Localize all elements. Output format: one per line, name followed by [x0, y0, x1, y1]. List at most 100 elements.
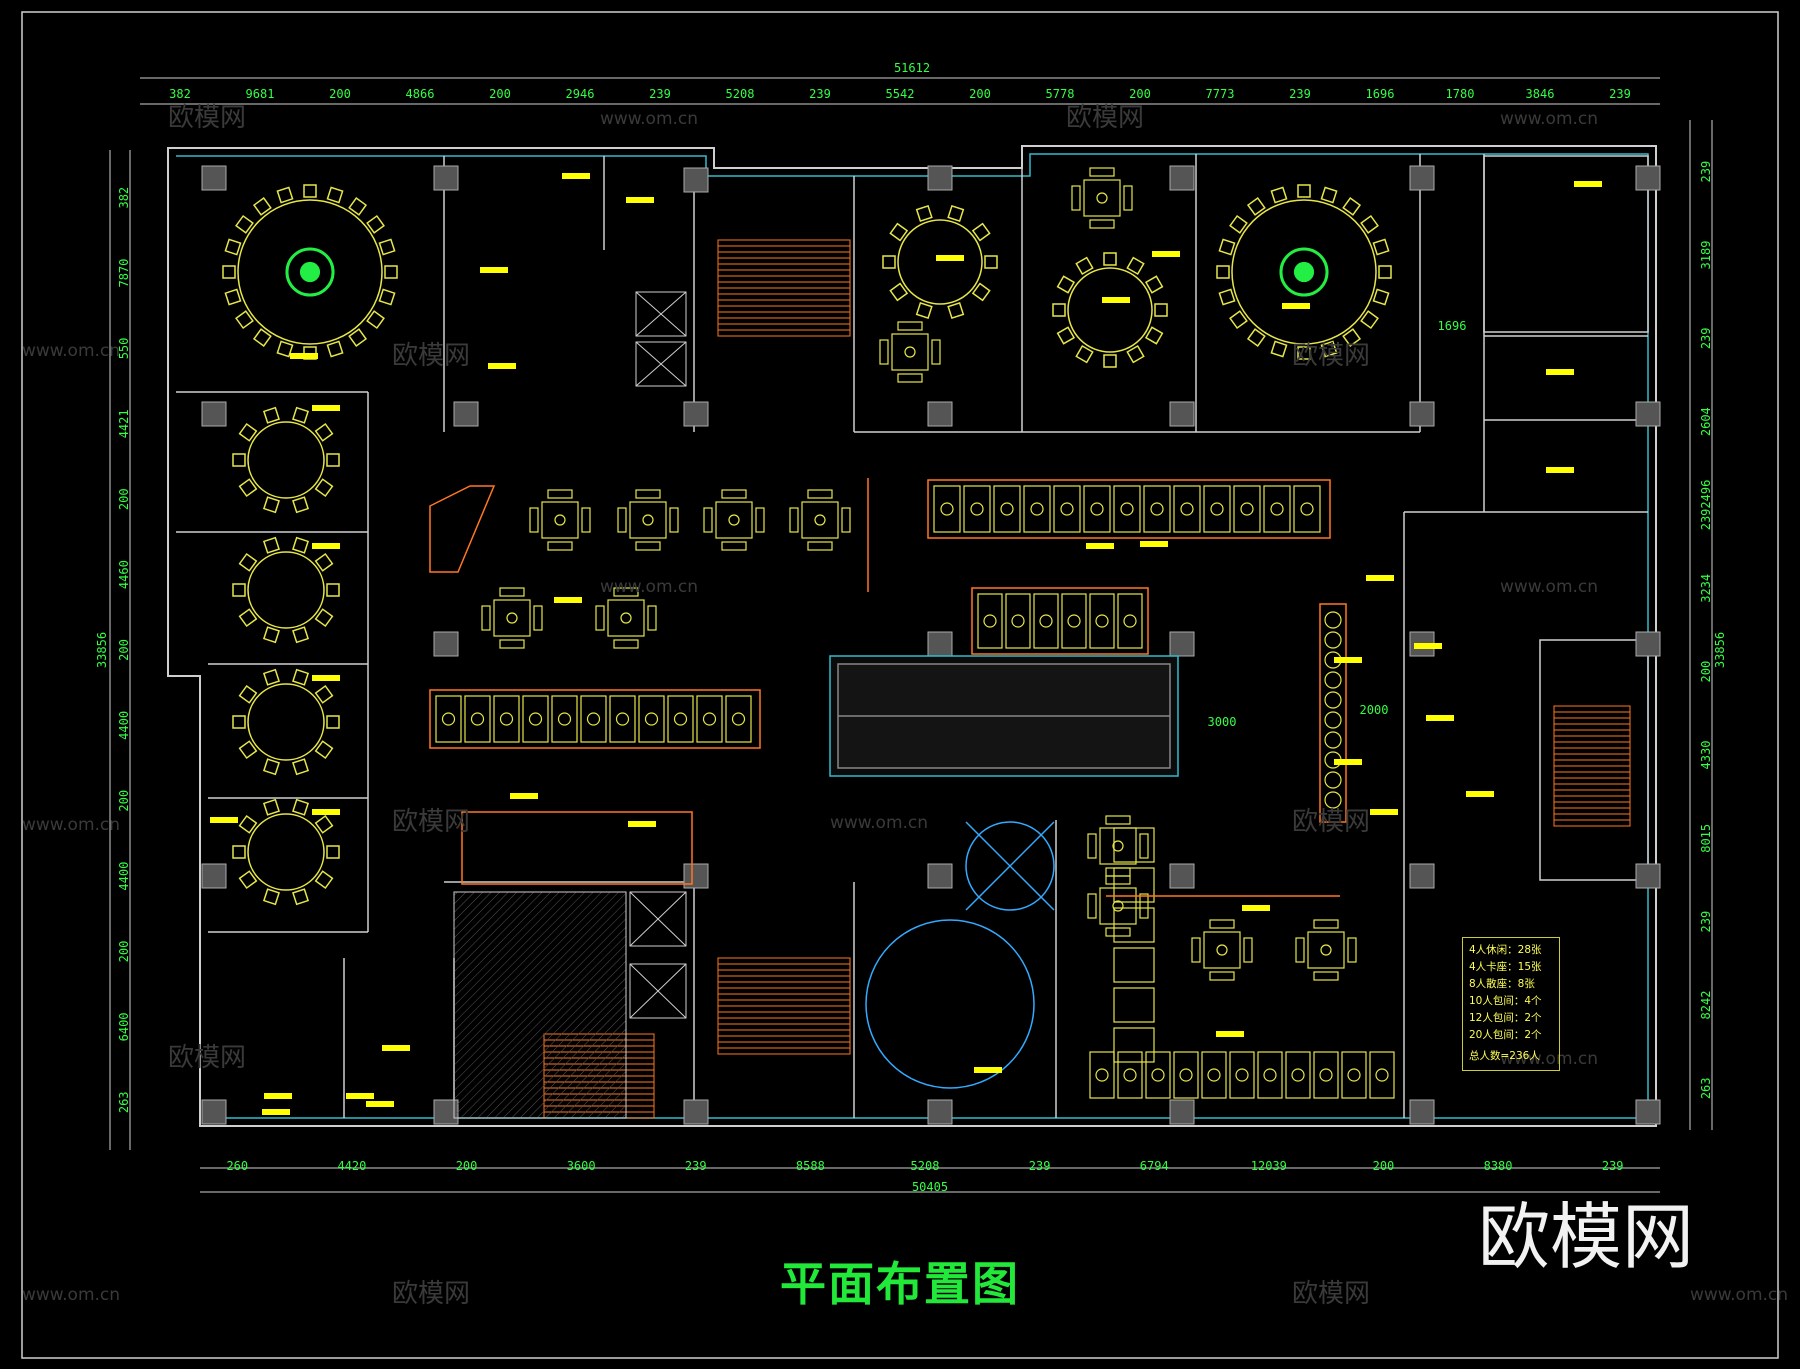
bar-stool: [1324, 691, 1342, 709]
chair: [222, 265, 236, 279]
square-table: [891, 333, 929, 371]
label-bar: [1334, 657, 1362, 663]
chair: [533, 605, 543, 631]
booth-seat: [977, 593, 1003, 649]
dimension-label: 550: [117, 338, 131, 360]
chair: [314, 870, 334, 890]
chair: [1071, 185, 1081, 211]
booth-table: [1095, 614, 1109, 628]
chair: [262, 536, 280, 554]
booth-table: [586, 712, 601, 726]
column: [201, 863, 227, 889]
chair: [238, 552, 258, 572]
chair: [1209, 971, 1235, 981]
chair: [897, 321, 923, 331]
chair: [613, 587, 639, 597]
watermark-url: www.om.cn: [600, 109, 698, 129]
chair: [292, 406, 310, 424]
table-center: [554, 514, 566, 526]
label-bar: [366, 1101, 394, 1107]
bar-stool: [1324, 791, 1342, 809]
dimension-label: 382: [117, 187, 131, 209]
round-table: [247, 813, 325, 891]
booth-seat: [1117, 593, 1143, 649]
column: [1169, 401, 1195, 427]
chair: [384, 265, 398, 279]
chair: [882, 255, 896, 269]
label-bar: [1282, 303, 1310, 309]
structural-columns: [201, 165, 1661, 1125]
booth-table: [1235, 1068, 1249, 1082]
chair: [1246, 197, 1266, 216]
round-table: [1067, 267, 1153, 353]
dimension-label: 239: [1029, 1159, 1051, 1173]
booth-table: [702, 712, 717, 726]
chair: [224, 238, 242, 256]
centerpiece: [1293, 261, 1315, 283]
chair: [1126, 344, 1145, 364]
dimension-label: 200: [456, 1159, 478, 1173]
column: [1169, 631, 1195, 657]
dimension-label: 1780: [1446, 87, 1475, 101]
column: [201, 401, 227, 427]
dimension-label: 200: [329, 87, 351, 101]
dimension-label: 7773: [1206, 87, 1235, 101]
square-table: [1099, 887, 1137, 925]
bar-stool: [1324, 611, 1342, 629]
label-bar: [1242, 905, 1270, 911]
chair: [1372, 288, 1390, 306]
watermark-url: www.om.cn: [1500, 577, 1598, 597]
chair: [235, 310, 254, 330]
legend-row: 8人散座：8张: [1469, 978, 1535, 990]
column: [683, 167, 709, 193]
chair: [1360, 214, 1379, 234]
label-bar: [1140, 541, 1168, 547]
chair: [238, 814, 258, 834]
watermarks: 欧模网 www.om.cn 欧模网 www.om.cn 欧模网 欧模网 www.…: [22, 103, 1788, 1309]
dimension-label: 5208: [911, 1159, 940, 1173]
chair: [635, 489, 661, 499]
chair: [224, 288, 242, 306]
chair: [481, 605, 491, 631]
chair: [292, 668, 310, 686]
booth-table: [970, 502, 984, 516]
booth-seat: [993, 485, 1021, 533]
column: [1635, 401, 1661, 427]
dimension-label: 4400: [117, 862, 131, 891]
round-table: [237, 199, 383, 345]
table-center: [1096, 192, 1108, 204]
booth-table: [644, 712, 659, 726]
dimension-left-column: 3827870550442120044602004400200440020064…: [117, 187, 131, 1113]
booth-seat: [1083, 485, 1111, 533]
dimension-label: 3846: [1526, 87, 1555, 101]
label-bar: [554, 597, 582, 603]
booth-seat: [696, 695, 723, 743]
chair: [1218, 238, 1236, 256]
dimension-label: 239: [809, 87, 831, 101]
booth-table: [1263, 1068, 1277, 1082]
column: [201, 1099, 227, 1125]
watermark-text: 欧模网: [1292, 1279, 1370, 1309]
booth-table: [1300, 502, 1314, 516]
dimension-label: 8015: [1699, 824, 1713, 853]
bar-stool: [1324, 631, 1342, 649]
chair: [326, 583, 340, 597]
chair: [292, 496, 310, 514]
square-table: [629, 501, 667, 539]
dimension-label: 2392496: [1699, 480, 1713, 531]
escalator: [829, 655, 1179, 777]
watermark-text: 欧模网: [1292, 341, 1370, 371]
label-bar: [1466, 791, 1494, 797]
dimension-label: 6794: [1140, 1159, 1169, 1173]
bar-stool: [1324, 731, 1342, 749]
table-center: [728, 514, 740, 526]
chair: [635, 541, 661, 551]
square-table: [1307, 931, 1345, 969]
booth-seat: [522, 695, 549, 743]
chair: [1089, 219, 1115, 229]
watermark-text: 欧模网: [168, 103, 246, 133]
column: [1169, 1099, 1195, 1125]
booth-seat: [580, 695, 607, 743]
label-bar: [312, 405, 340, 411]
